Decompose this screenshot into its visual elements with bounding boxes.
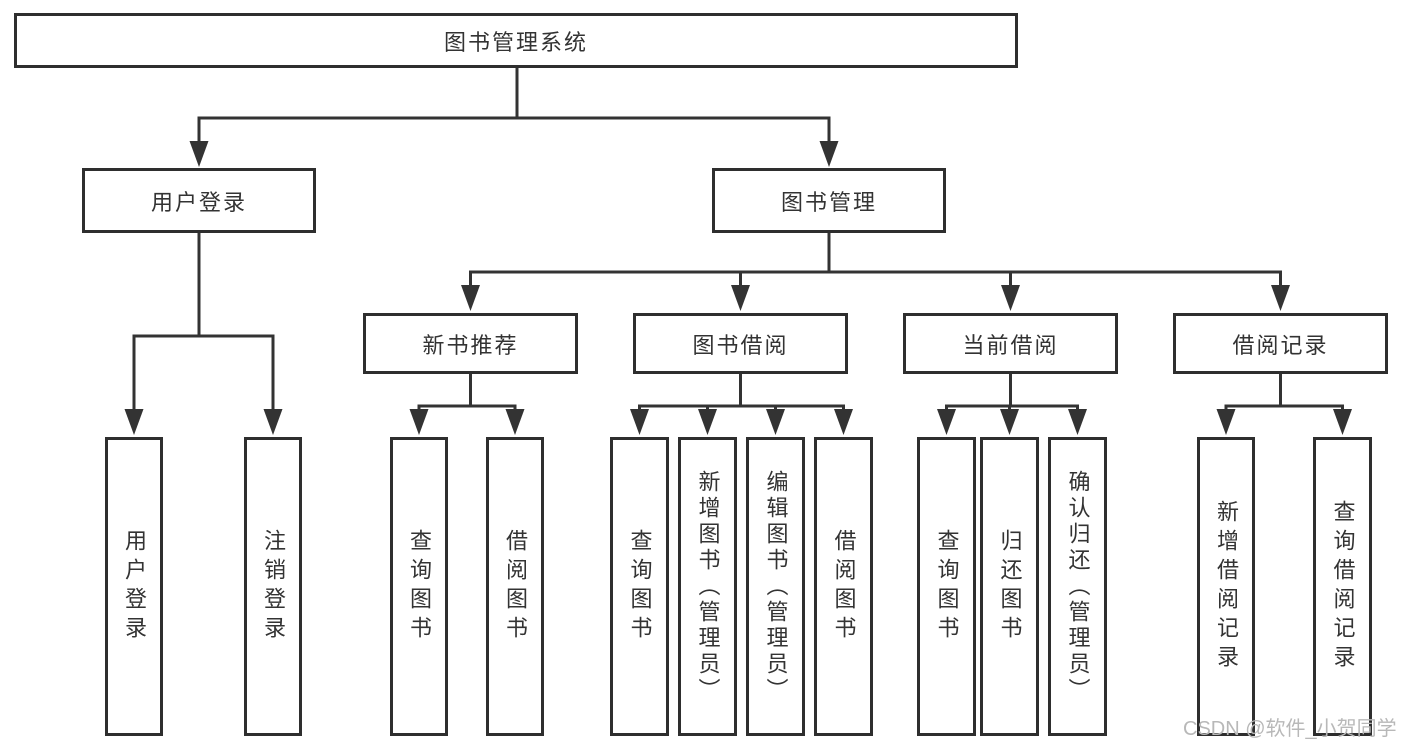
connector-root-to-level2	[197, 68, 831, 150]
node-label: 查询借阅记录	[1330, 499, 1356, 674]
arrowhead-icon	[819, 141, 839, 167]
csdn-watermark: CSDN @软件_小贺同学	[1183, 718, 1397, 740]
arrowhead-icon	[1068, 409, 1087, 435]
arrowhead-icon	[937, 409, 956, 435]
leaf-borrow-books: 借阅图书	[814, 437, 873, 736]
leaf-logout: 注销登录	[244, 437, 302, 736]
arrowhead-icon	[1333, 409, 1352, 435]
arrowheads-level4	[124, 409, 1352, 435]
leaf-add-books-admin: 新增图书（管理员）	[678, 437, 737, 736]
connector-bookmgmt-to-level3	[469, 233, 1282, 296]
leaf-query-books-current: 查询图书	[917, 437, 976, 736]
node-book-management: 图书管理	[712, 168, 946, 233]
node-label: 借阅图书	[831, 528, 857, 645]
node-user-login: 用户登录	[82, 168, 316, 233]
node-borrow-records: 借阅记录	[1173, 313, 1388, 374]
arrowhead-icon	[189, 141, 209, 167]
node-label: 当前借阅	[962, 332, 1059, 358]
leaf-query-books-borrow: 查询图书	[610, 437, 669, 736]
leaf-query-books-newbook: 查询图书	[390, 437, 448, 736]
arrowhead-icon	[834, 409, 853, 435]
node-label: 借阅图书	[503, 528, 528, 645]
connector-userlogin-to-leaves	[132, 233, 275, 416]
leaf-return-books: 归还图书	[980, 437, 1039, 736]
leaf-edit-books-admin: 编辑图书（管理员）	[746, 437, 805, 736]
arrowhead-icon	[461, 285, 480, 311]
node-label: 借阅记录	[1232, 332, 1329, 358]
node-label: 查询图书	[407, 528, 432, 645]
node-label: 图书管理系统	[443, 29, 588, 55]
node-label: 归还图书	[997, 528, 1023, 645]
node-label: 新书推荐	[422, 332, 519, 358]
arrowhead-icon	[1216, 409, 1236, 435]
node-library-management-system: 图书管理系统	[14, 13, 1018, 68]
arrowhead-icon	[409, 409, 429, 435]
arrowheads-level3	[461, 285, 1290, 311]
node-label: 编辑图书（管理员）	[763, 469, 789, 704]
node-book-borrowing: 图书借阅	[633, 313, 848, 374]
node-label: 图书借阅	[692, 332, 789, 358]
arrowheads-level2	[189, 141, 839, 167]
node-label: 查询图书	[934, 528, 960, 645]
arrowhead-icon	[124, 409, 144, 435]
connector-bookborrow-to-leaves	[638, 374, 845, 416]
node-label: 查询图书	[627, 528, 653, 645]
leaf-user-login: 用户登录	[105, 437, 163, 736]
arrowhead-icon	[505, 409, 525, 435]
arrowhead-icon	[766, 409, 785, 435]
arrowhead-icon	[1000, 409, 1019, 435]
connector-newbook-to-leaves	[417, 374, 517, 416]
arrowhead-icon	[698, 409, 717, 435]
node-label: 注销登录	[261, 528, 286, 645]
node-label: 确认归还（管理员）	[1065, 469, 1091, 704]
arrowhead-icon	[731, 285, 750, 311]
node-label: 用户登录	[122, 528, 147, 645]
leaf-borrow-books-newbook: 借阅图书	[486, 437, 544, 736]
leaf-confirm-return-admin: 确认归还（管理员）	[1048, 437, 1107, 736]
leaf-add-borrow-record: 新增借阅记录	[1197, 437, 1255, 736]
arrowhead-icon	[1271, 285, 1290, 311]
arrowhead-icon	[1001, 285, 1020, 311]
node-label: 新增图书（管理员）	[695, 469, 721, 704]
arrowhead-icon	[630, 409, 649, 435]
node-new-book-recommend: 新书推荐	[363, 313, 578, 374]
arrowhead-icon	[263, 409, 283, 435]
node-label: 用户登录	[150, 189, 247, 215]
node-current-borrowing: 当前借阅	[903, 313, 1118, 374]
node-label: 新增借阅记录	[1214, 499, 1239, 674]
leaf-query-borrow-record: 查询借阅记录	[1313, 437, 1372, 736]
connector-borrowrecord-to-leaves	[1224, 374, 1344, 416]
node-label: 图书管理	[780, 189, 877, 215]
